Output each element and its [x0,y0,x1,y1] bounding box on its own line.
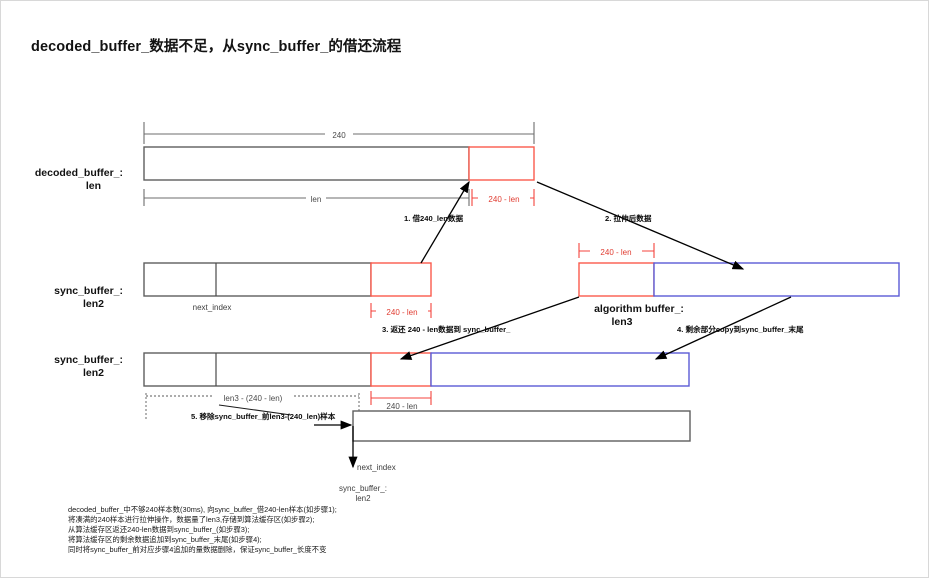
decoded-buffer-filled-segment [143,146,470,181]
dim-remainder-row2: 240 - len [386,308,417,317]
step-2-label: 2. 拉伸后数据 [605,213,652,223]
page-title: decoded_buffer_数据不足，从sync_buffer_的借还流程 [31,39,402,55]
row-label-decoded-buffer-line1: decoded_buffer_: [35,167,123,179]
step-5-label: 5. 移除sync_buffer_前len3-(240_len)样本 [191,411,336,421]
algorithm-buffer-returned-segment [578,262,655,297]
note-line-1: decoded_buffer_中不够240样本数(30ms), 向sync_bu… [68,505,337,514]
measure-remainder-row3: 240 - len [370,391,432,411]
row-label-sync-buffer-before-line1: sync_buffer_: [54,285,123,297]
step-5-annotation: 5. 移除sync_buffer_前len3-(240_len)样本 [191,404,353,430]
row-label-algorithm-buffer-line1: algorithm buffer_: [594,303,684,315]
row-sync-buffer-after: sync_buffer_: len2 240 - len len3 - (240… [54,352,690,419]
step-4-label: 4. 剩余部分copy到sync_buffer_末尾 [677,324,804,334]
label-next-index-final: next_index [357,463,396,472]
dim-remainder-algo: 240 - len [600,248,631,257]
step-1-arrow [420,180,470,264]
row-sync-buffer-before: sync_buffer_: len2 next_index 240 - len [54,262,432,318]
step-1-label: 1. 借240_len数据 [404,213,463,223]
note-line-3: 从算法缓存区返还240-len数据到sync_buffer_(如步骤3); [68,525,249,534]
notes-block: decoded_buffer_中不够240样本数(30ms), 向sync_bu… [68,505,337,554]
step-2-annotation: 2. 拉伸后数据 [536,181,745,270]
step-4-annotation: 4. 剩余部分copy到sync_buffer_末尾 [654,296,804,360]
dim-len: len [311,195,322,204]
row-sync-buffer-final: next_index sync_buffer_: len2 [339,410,691,503]
sync-buffer-after-returned-segment [370,352,432,387]
measure-remainder-row1: 240 - len [471,189,535,206]
step-1-annotation: 1. 借240_len数据 [404,180,470,264]
measure-total-240: 240 [143,122,535,144]
note-line-5: 同时将sync_buffer_前对应步骤4追加的量数据删除，保证sync_buf… [68,545,327,554]
step-3-arrow [399,296,580,360]
row-label-sync-buffer-after-line1: sync_buffer_: [54,354,123,366]
label-next-index-row2: next_index [193,303,232,312]
measure-remainder-algo: 240 - len [578,243,655,258]
step-2-arrow [536,181,745,270]
row-label-sync-buffer-final-line2: len2 [355,494,371,503]
sync-buffer-after-main [143,352,372,387]
row-label-sync-buffer-before-line2: len2 [83,298,104,310]
step-3-annotation: 3. 返还 240 - len数据到 sync_buffer_ [382,296,580,360]
sync-buffer-final-box [352,410,691,442]
row-label-algorithm-buffer-line2: len3 [611,316,632,328]
sync-buffer-before-main [143,262,372,297]
note-line-2: 将凑满的240样本进行拉伸操作，数据量了len3,存储到算法缓存区(如步骤2); [68,515,314,524]
dim-total-240: 240 [332,131,346,140]
algorithm-buffer-remaining-segment [653,262,900,297]
step-5-leader [218,404,292,416]
row-label-decoded-buffer-line2: len [86,180,101,192]
sync-buffer-before-lend-segment [370,262,432,297]
step-3-label: 3. 返还 240 - len数据到 sync_buffer_ [382,324,511,334]
row-label-sync-buffer-after-line2: len2 [83,367,104,379]
row-decoded-buffer: decoded_buffer_: len 240 len [35,122,535,206]
dim-trim: len3 - (240 - len) [224,394,283,403]
note-line-4: 将算法缓存区的剩余数据追加到sync_buffer_末尾(如步骤4); [68,535,262,544]
measure-remainder-row2: 240 - len [370,303,432,318]
dim-remainder-row1: 240 - len [488,195,519,204]
measure-len: len [143,189,470,206]
row-label-sync-buffer-final-line1: sync_buffer_: [339,484,387,493]
decoded-buffer-missing-segment [468,146,535,181]
sync-buffer-after-appended-segment [430,352,690,387]
dim-remainder-row3: 240 - len [386,402,417,411]
step-4-arrow [654,296,792,360]
row-algorithm-buffer: 240 - len algorithm buffer_: len3 [578,243,900,328]
